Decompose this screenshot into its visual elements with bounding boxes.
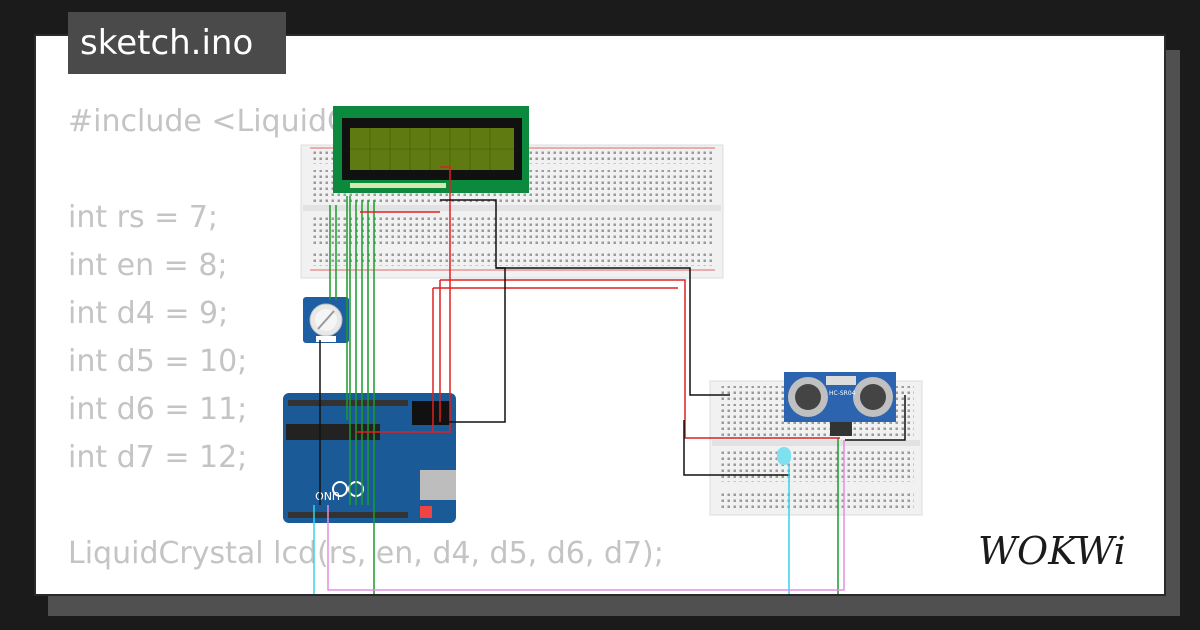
code-line-10: LiquidCrystal lcd(rs, en, d4, d5, d6, d7…: [68, 536, 664, 571]
wires: [313, 166, 906, 594]
code-line-7: int d6 = 11;: [68, 392, 248, 427]
arduino-label: UNO: [315, 489, 340, 502]
potentiometer[interactable]: [303, 297, 349, 343]
wokwi-logo: WOKWi: [978, 529, 1126, 573]
file-tab[interactable]: sketch.ino: [68, 12, 286, 74]
code-line-3: int rs = 7;: [68, 200, 219, 235]
sensor-label: HC-SR04: [829, 390, 856, 397]
lcd-display: [333, 106, 529, 193]
code-line-8: int d7 = 12;: [68, 440, 248, 475]
led[interactable]: [777, 447, 791, 465]
arduino-uno[interactable]: UNO: [283, 393, 456, 523]
code-line-5: int d4 = 9;: [68, 296, 229, 331]
code-line-6: int d5 = 10;: [68, 344, 248, 379]
brand-text: WOKWi: [978, 529, 1126, 573]
ultrasonic-sensor[interactable]: HC-SR04: [784, 372, 896, 436]
code-line-4: int en = 8;: [68, 248, 228, 283]
